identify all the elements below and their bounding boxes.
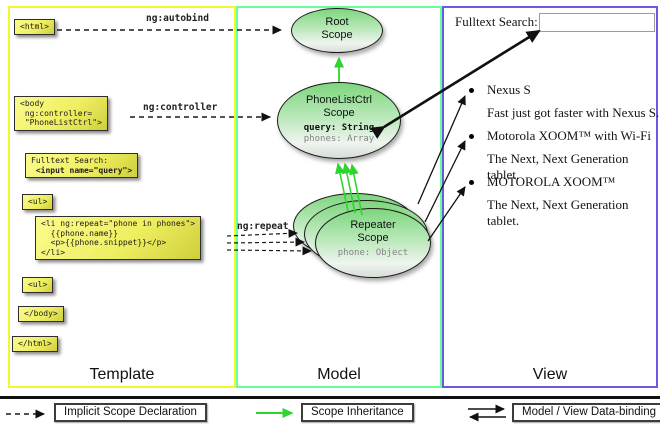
view-item-desc: The Next, Next Generation tablet. <box>487 197 629 228</box>
view-item-desc: The Next, Next Generation tablet. <box>487 151 629 182</box>
model-column-title: Model <box>317 366 361 383</box>
code-line: <p>{{phone.snippet}}</p> <box>41 238 167 247</box>
legend-model-view-databinding: Model / View Data-binding <box>512 403 660 422</box>
code-text: </html> <box>18 339 52 348</box>
bullet-icon <box>469 88 474 93</box>
view-item-title: Nexus S <box>487 82 531 97</box>
code-line: </li> <box>41 247 66 257</box>
phonelistctrl-prop-query: query: String <box>303 123 375 133</box>
label-ng-repeat: ng:repeat <box>237 221 289 232</box>
code-text: <html> <box>20 22 49 31</box>
phonelistctrl-prop-phones: phones: Array <box>303 134 375 144</box>
code-box-li-repeat: <li ng:repeat="phone in phones"> {{phone… <box>35 216 202 260</box>
code-line: <li ng:repeat="phone in phones"> <box>41 219 196 228</box>
code-box-body-open: <body ng:controller= "PhoneListCtrl"> <box>14 96 108 131</box>
code-line: ng:controller= <box>20 108 93 118</box>
bullet-icon <box>469 134 474 139</box>
code-text: <ul> <box>28 197 48 206</box>
bullet-icon <box>469 180 474 185</box>
code-box-body-close: </body> <box>18 306 64 322</box>
legend-separator <box>0 396 660 399</box>
code-box-ul-close: <ul> <box>22 277 54 293</box>
view-item-title: Motorola XOOM™ with Wi-Fi <box>487 128 652 143</box>
code-line: "PhoneListCtrl"> <box>20 118 102 127</box>
code-line: Fulltext Search: <box>31 156 109 165</box>
label-ng-autobind: ng:autobind <box>146 13 209 24</box>
view-item-title: MOTOROLA XOOM™ <box>487 174 616 189</box>
label-ng-controller: ng:controller <box>143 102 218 113</box>
code-line: <input name="query"> <box>31 165 133 175</box>
fulltext-search-input[interactable] <box>539 13 655 32</box>
code-line: {{phone.name}} <box>41 228 119 238</box>
code-text: <ul> <box>28 280 48 289</box>
legend-scope-inheritance: Scope Inheritance <box>301 403 414 422</box>
view-item-desc: Fast just got faster with Nexus S. <box>487 105 660 120</box>
view-column-title: View <box>532 366 568 383</box>
code-box-fulltext-input: Fulltext Search: <input name="query"> <box>25 153 139 178</box>
code-text: </body> <box>24 309 58 318</box>
template-column-title: Template <box>89 366 155 383</box>
legend-implicit-scope: Implicit Scope Declaration <box>54 403 207 422</box>
code-box-ul-open: <ul> <box>22 194 54 210</box>
repeater-prop-phone: phone: Object <box>337 248 409 258</box>
code-box-html-open: <html> <box>14 19 55 35</box>
view-search-label: Fulltext Search: <box>455 14 538 29</box>
code-box-html-close: </html> <box>12 336 58 352</box>
code-line: <body <box>20 99 45 108</box>
